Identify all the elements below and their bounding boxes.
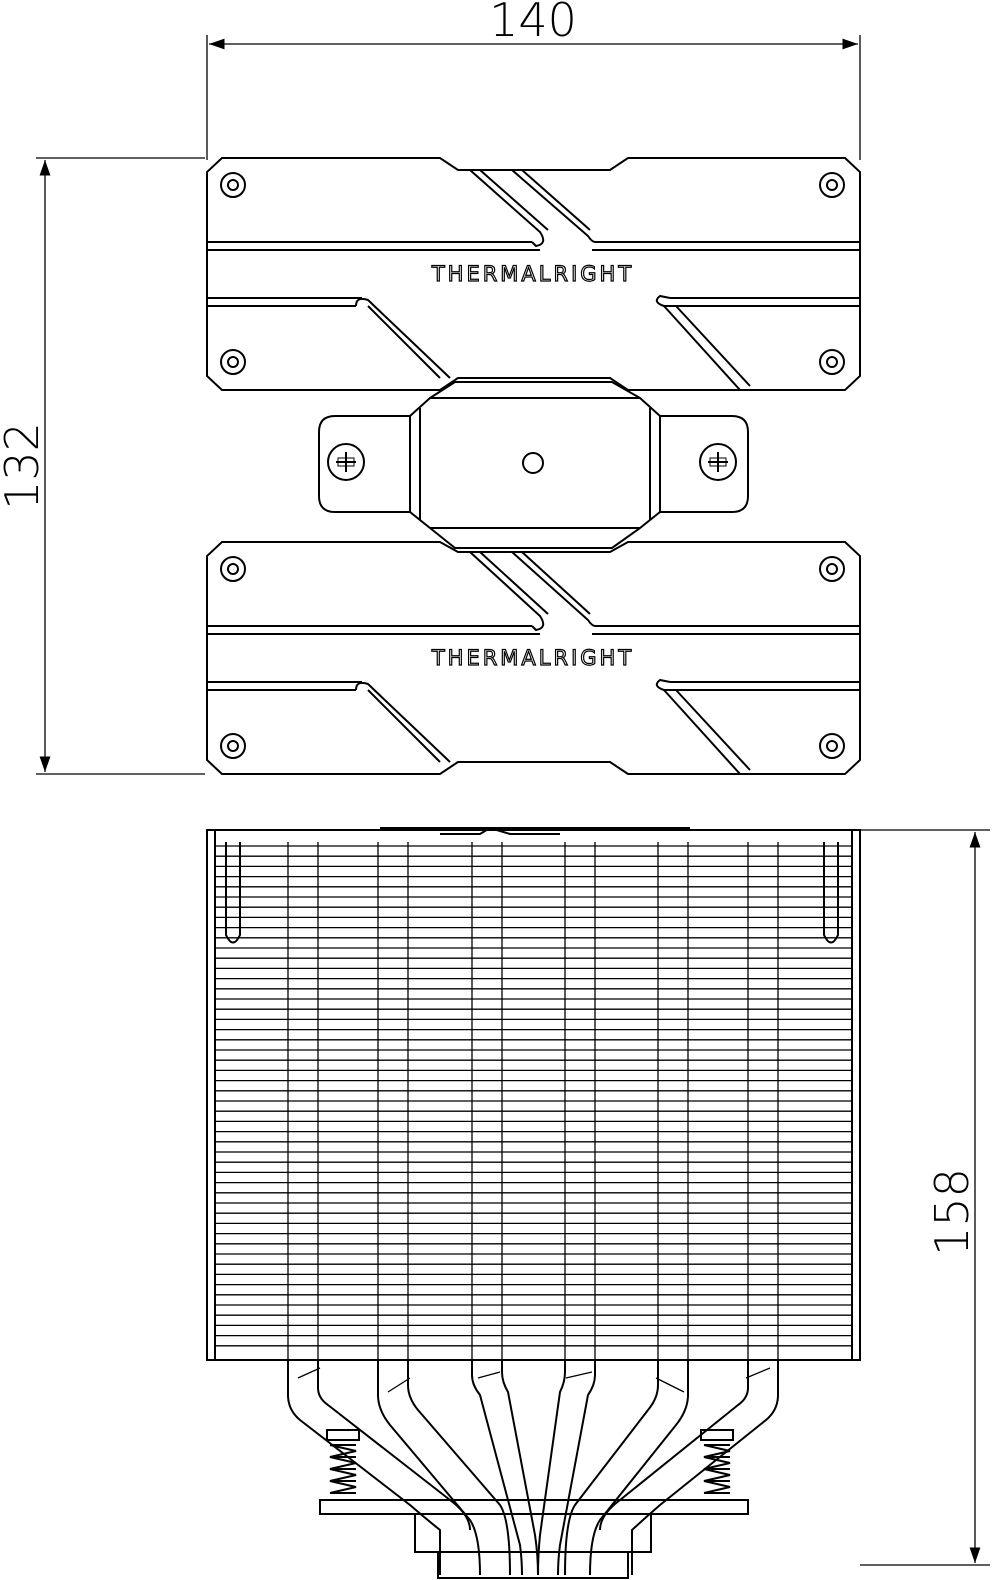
- height-dimension-label: 132: [0, 422, 49, 510]
- lower-fin-plate: THERMALRIGHT: [206, 541, 861, 775]
- left-spring-icon: [326, 1429, 360, 1494]
- width-dimension-label: 140: [489, 0, 577, 47]
- fin-lines: [215, 845, 852, 1347]
- heatpipe-vertical-lines: [287, 842, 779, 1360]
- upper-screw-holes: [220, 172, 845, 375]
- lower-screw-holes: [220, 556, 845, 759]
- lower-logo-text: THERMALRIGHT: [431, 646, 634, 670]
- right-spring-icon: [700, 1429, 734, 1494]
- mounting-bracket: [318, 381, 749, 549]
- side-height-dimension-label: 158: [925, 1168, 979, 1256]
- top-view: 140 132: [0, 0, 861, 775]
- base-assembly: [319, 1429, 749, 1579]
- left-screw-icon: [327, 443, 365, 481]
- upper-logo-text: THERMALRIGHT: [431, 262, 634, 286]
- side-view: 158: [206, 826, 990, 1579]
- heatpipes: [287, 1360, 779, 1576]
- height-dimension: 132: [0, 157, 205, 775]
- width-dimension: 140: [206, 0, 861, 160]
- upper-fin-plate: THERMALRIGHT: [206, 157, 861, 391]
- side-height-dimension: 158: [860, 829, 990, 1566]
- right-screw-icon: [699, 443, 737, 481]
- fin-stack: [206, 826, 861, 1361]
